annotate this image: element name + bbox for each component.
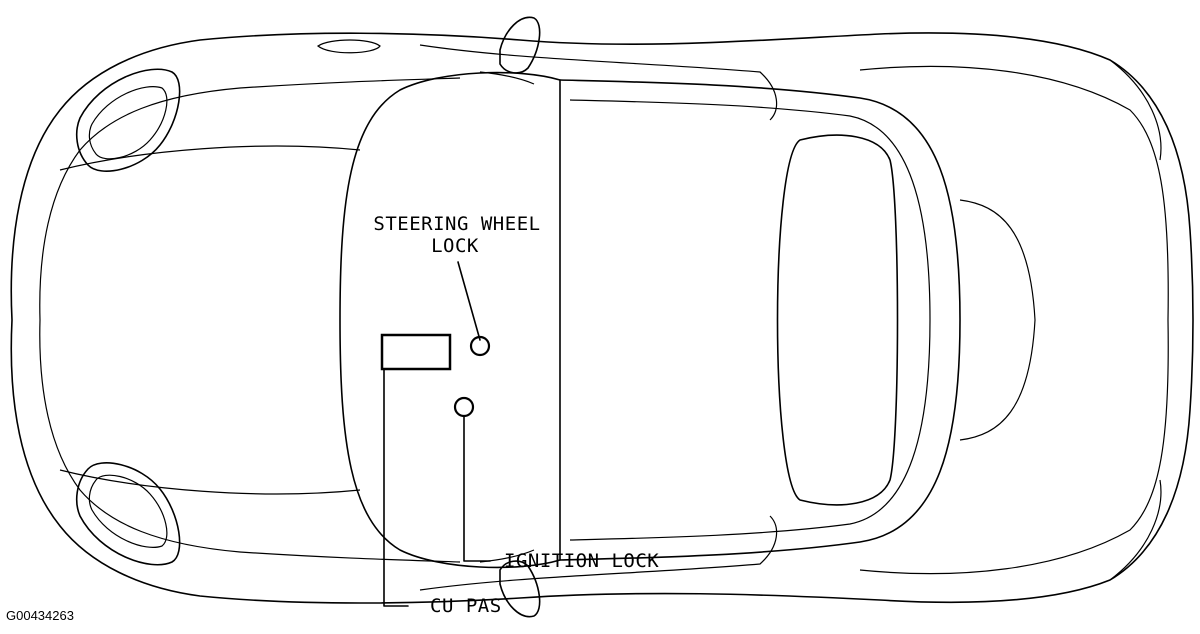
ignition-lock-leader: [463, 415, 491, 562]
steering-wheel-lock-marker: [469, 335, 491, 357]
ignition-lock-label: IGNITION LOCK: [504, 550, 659, 572]
door-line-left: [419, 44, 778, 121]
car-body-outline: [10, 32, 1194, 604]
steering-wheel-lock-label-line1: STEERING WHEEL: [373, 213, 540, 235]
ignition-lock-marker: [453, 396, 475, 418]
headlight-left: [75, 68, 181, 172]
hood-contour: [59, 145, 361, 495]
rear-deck: [959, 199, 1036, 441]
cu-pas-leader: [383, 368, 409, 607]
windshield: [339, 71, 561, 569]
headlight-right: [75, 462, 181, 566]
front-vent-left: [316, 39, 381, 54]
door-line-right: [419, 515, 778, 591]
steering-wheel-lock-label-line2: LOCK: [431, 235, 479, 257]
figure-id: G00434263: [6, 608, 74, 623]
mirror-left: [479, 16, 541, 85]
rear-fender-lines: [859, 65, 1169, 575]
steering-wheel-lock-leader: [457, 261, 481, 341]
cu-pas-box: [380, 333, 452, 371]
rear-window: [776, 134, 899, 506]
car-body-inner-contour: [39, 77, 461, 563]
roof-inner: [569, 99, 931, 541]
rear-lights: [1109, 59, 1162, 581]
roof: [559, 79, 961, 561]
cu-pas-label: CU PAS: [430, 595, 502, 617]
